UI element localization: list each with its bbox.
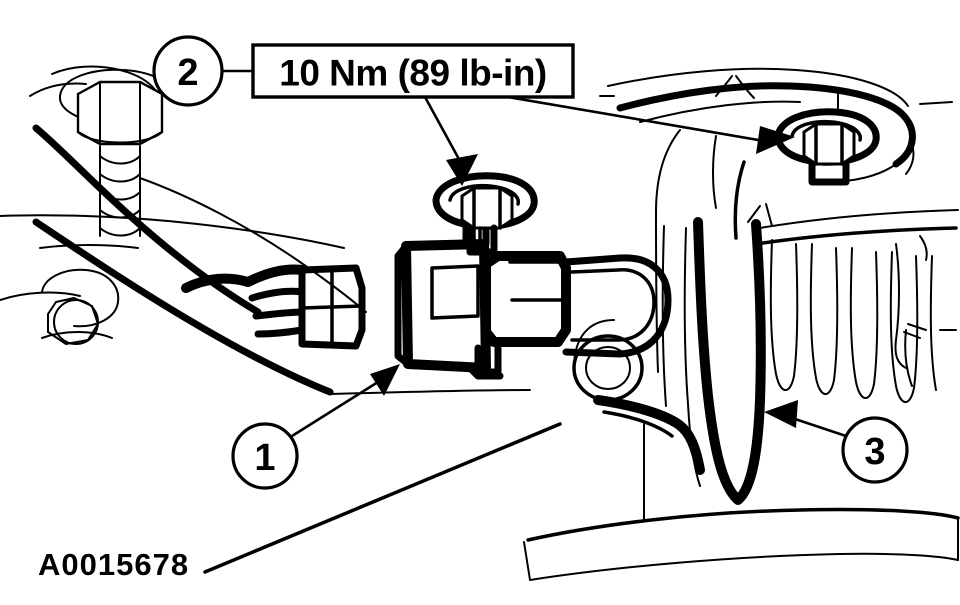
callout-3-leader: [791, 416, 847, 438]
left-bolt-arrowhead: [446, 154, 478, 186]
electrical-connector: [394, 212, 571, 380]
torque-leader-left: [423, 96, 478, 186]
callout-1-group: 1: [231, 364, 400, 490]
torque-leader-right: [507, 95, 795, 154]
callout-3-arrowhead: [764, 400, 798, 428]
right-bolt-arrowhead: [756, 126, 795, 154]
callout-1-arrowhead: [370, 364, 400, 396]
torque-spec-box: [251, 43, 575, 99]
callout-1-circle: [231, 422, 299, 490]
cowl-upper-right: [599, 67, 953, 373]
torque-spec-text: 10 Nm (89 lb-in): [279, 53, 547, 94]
radiator-fins: [747, 203, 959, 403]
hex-bolt-upper-left: [58, 68, 176, 237]
wire-harness: [181, 264, 366, 350]
callout-1-leader: [291, 380, 379, 438]
body-panel-lower-diagonal: [203, 389, 562, 574]
hex-nut-left: [41, 268, 120, 345]
lower-apron: [523, 507, 960, 581]
body-panel-upper-left: [0, 65, 367, 396]
callout-3-group: 3: [764, 400, 909, 484]
callout-2-circle: [152, 35, 224, 107]
callout-3-circle: [841, 416, 909, 484]
callout-2-number: 2: [177, 52, 198, 94]
hex-bolt-center: [432, 172, 538, 256]
figure-id-label: A0015678: [38, 547, 189, 582]
mounting-bracket: [593, 217, 766, 521]
hex-bolt-right: [774, 108, 880, 186]
connector-mount-eyelet: [562, 254, 672, 402]
torque-spec-callout: 10 Nm (89 lb-in) 2: [152, 35, 575, 107]
callout-3-number: 3: [864, 431, 885, 473]
callout-1-number: 1: [254, 437, 275, 479]
